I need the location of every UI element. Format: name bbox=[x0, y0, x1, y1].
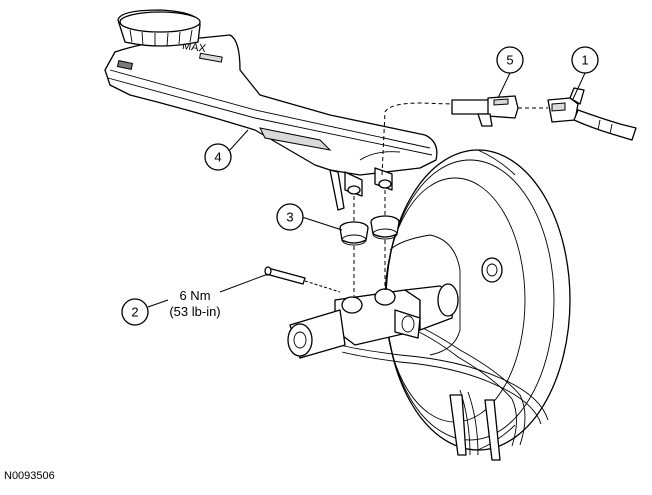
retaining-pin bbox=[264, 266, 341, 293]
svg-text:4: 4 bbox=[214, 150, 221, 165]
reservoir-port-rear bbox=[341, 296, 363, 314]
grommets bbox=[339, 190, 400, 298]
master-cylinder bbox=[287, 283, 459, 359]
svg-text:1: 1 bbox=[581, 53, 588, 68]
wiring-harness bbox=[547, 87, 637, 141]
figure-id: N0093506 bbox=[4, 470, 55, 482]
booster-stud-hole bbox=[481, 257, 503, 283]
svg-text:3: 3 bbox=[286, 210, 293, 225]
reservoir-port-front bbox=[374, 288, 396, 306]
callout-5: 5 bbox=[496, 46, 524, 74]
torque-spec: 6 Nm (53 lb-in) bbox=[169, 288, 220, 319]
callout-1: 1 bbox=[571, 46, 599, 74]
callout-3: 3 bbox=[276, 203, 304, 231]
callout-2: 2 bbox=[121, 298, 149, 326]
torque-spec-imperial: (53 lb-in) bbox=[169, 304, 220, 319]
brake-lines bbox=[339, 319, 549, 461]
svg-text:2: 2 bbox=[131, 305, 138, 320]
fluid-level-sensor-connector bbox=[381, 95, 548, 176]
svg-text:5: 5 bbox=[506, 53, 513, 68]
torque-spec-metric: 6 Nm bbox=[179, 288, 210, 303]
callout-4: 4 bbox=[204, 143, 232, 171]
brake-fluid-reservoir: MAX bbox=[104, 9, 438, 211]
